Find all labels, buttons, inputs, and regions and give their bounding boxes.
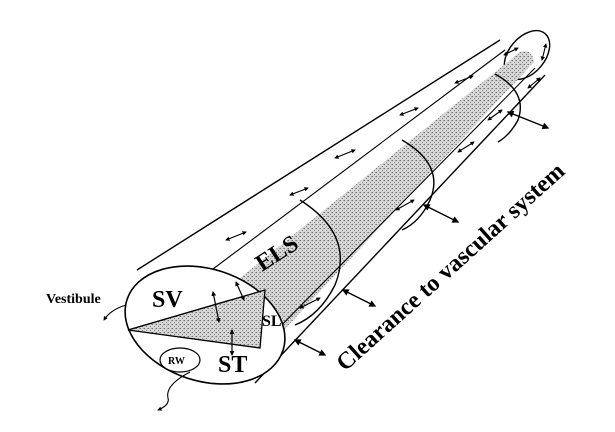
sl-label: SL bbox=[262, 313, 282, 330]
rw-arrow bbox=[157, 371, 191, 411]
st-label: ST bbox=[218, 352, 247, 378]
vestibule-label: Vestibule bbox=[46, 292, 101, 307]
diag-arrow bbox=[235, 281, 245, 301]
vestibule-arrow bbox=[103, 304, 127, 321]
sv-st-arrow bbox=[211, 291, 221, 323]
endolymphatic-duct bbox=[188, 51, 534, 345]
wall-exchange-arrows bbox=[225, 43, 548, 309]
rw-label: RW bbox=[168, 356, 185, 367]
round-window-ellipse bbox=[159, 347, 201, 373]
cross-section-arrows bbox=[211, 281, 245, 356]
clearance-arrows bbox=[293, 110, 550, 356]
sv-label: SV bbox=[152, 287, 183, 313]
